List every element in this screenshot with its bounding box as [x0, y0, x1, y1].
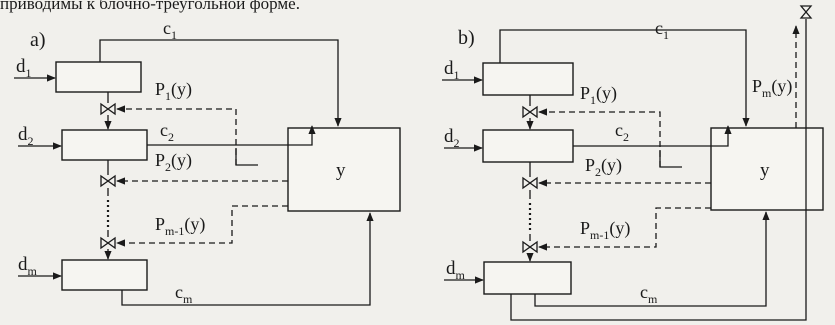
panel-a-tag: a) — [30, 29, 46, 51]
controller-p1-line — [116, 105, 237, 165]
input-label-dm: dm — [18, 254, 38, 278]
controller-label-p1: P1(y) — [580, 83, 617, 107]
valve-1-icon — [522, 105, 538, 119]
controller-p1-line — [538, 108, 661, 167]
flow-c1 — [99, 39, 342, 127]
block-2 — [482, 129, 574, 163]
valve-1-icon — [100, 102, 116, 116]
page-caption: приводимы к блочно-треугольной форме. — [0, 0, 300, 13]
controller-label-pm: Pm(y) — [752, 76, 792, 100]
flow-cm — [121, 212, 374, 306]
input-label-dm: dm — [446, 258, 466, 282]
block-m — [61, 259, 148, 291]
flow-label-cm: cm — [640, 282, 658, 306]
valve-m-icon — [522, 240, 538, 254]
flow-c2 — [573, 125, 732, 147]
flow-label-c1: c1 — [163, 18, 177, 42]
output-block — [287, 127, 401, 212]
controller-pm1-line — [538, 207, 711, 251]
corner-mark — [235, 148, 258, 166]
input-label-d2: d2 — [444, 126, 460, 150]
valve-top-icon — [799, 5, 813, 19]
flow-label-c2: c2 — [160, 120, 174, 144]
panel-b: b) y d1 d2 dm c1 c2 cm — [442, 5, 824, 321]
corner-mark — [659, 150, 682, 168]
output-label: y — [760, 160, 770, 181]
outer-loop — [510, 22, 807, 321]
valve-2-icon — [522, 176, 538, 190]
controller-label-p2: P2(y) — [155, 150, 192, 174]
controller-label-pm1: Pm-1(y) — [580, 218, 630, 242]
valve-2-icon — [100, 174, 116, 188]
controller-label-pm1: Pm-1(y) — [155, 214, 205, 238]
flow-cm — [534, 211, 770, 307]
input-label-d2: d2 — [18, 124, 34, 148]
flow-c2 — [147, 125, 316, 146]
input-label-d1: d1 — [16, 56, 32, 80]
output-label: y — [336, 160, 346, 181]
input-label-d1: d1 — [444, 58, 460, 82]
panel-a: a) y d1 d2 dm c1 c2 cm — [14, 18, 401, 306]
controller-pm1-line — [116, 205, 288, 247]
block-2 — [61, 129, 148, 161]
flow-c1 — [499, 29, 750, 127]
flow-label-cm: cm — [175, 282, 193, 306]
controller-label-p1: P1(y) — [155, 79, 192, 103]
flow-label-c2: c2 — [615, 120, 629, 144]
panel-b-tag: b) — [458, 27, 475, 49]
output-block — [710, 127, 824, 211]
controller-label-p2: P2(y) — [585, 155, 622, 179]
block-1 — [482, 62, 574, 96]
flow-label-c1: c1 — [655, 18, 669, 42]
valve-m-icon — [100, 236, 116, 250]
block-1 — [55, 61, 142, 93]
block-m — [483, 261, 572, 295]
